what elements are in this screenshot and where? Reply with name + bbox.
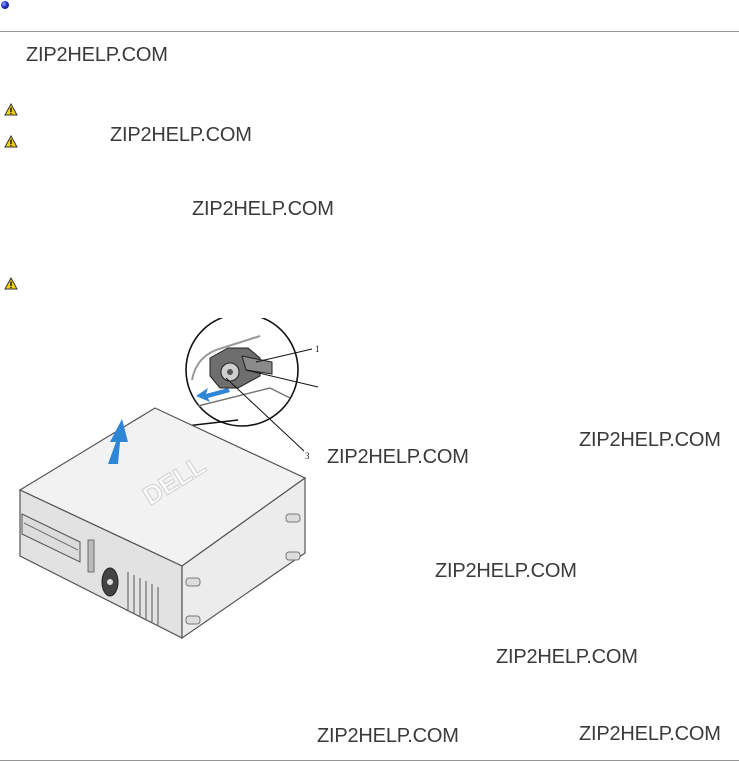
lift-arrow-icon: [108, 419, 128, 464]
bullet-icon: [1, 1, 9, 9]
top-divider: [0, 31, 739, 32]
computer-cover-illustration: 1 2 3 DELL: [18, 318, 320, 640]
watermark-text: ZIP2HELP.COM: [435, 560, 577, 582]
callout-1: 1: [315, 344, 320, 354]
watermark-text: ZIP2HELP.COM: [192, 198, 334, 220]
watermark-text: ZIP2HELP.COM: [327, 446, 469, 468]
computer-chassis: DELL: [18, 407, 307, 640]
callout-3: 3: [305, 451, 310, 461]
watermark-text: ZIP2HELP.COM: [317, 725, 459, 747]
watermark-text: ZIP2HELP.COM: [579, 723, 721, 745]
warning-icon: [4, 135, 18, 148]
watermark-text: ZIP2HELP.COM: [496, 646, 638, 668]
warning-icon: [4, 277, 18, 290]
latch-detail-inset: [185, 318, 299, 427]
watermark-text: ZIP2HELP.COM: [110, 124, 252, 146]
bottom-divider: [0, 760, 739, 761]
watermark-text: ZIP2HELP.COM: [26, 44, 168, 66]
warning-icon: [4, 103, 18, 116]
watermark-text: ZIP2HELP.COM: [579, 429, 721, 451]
